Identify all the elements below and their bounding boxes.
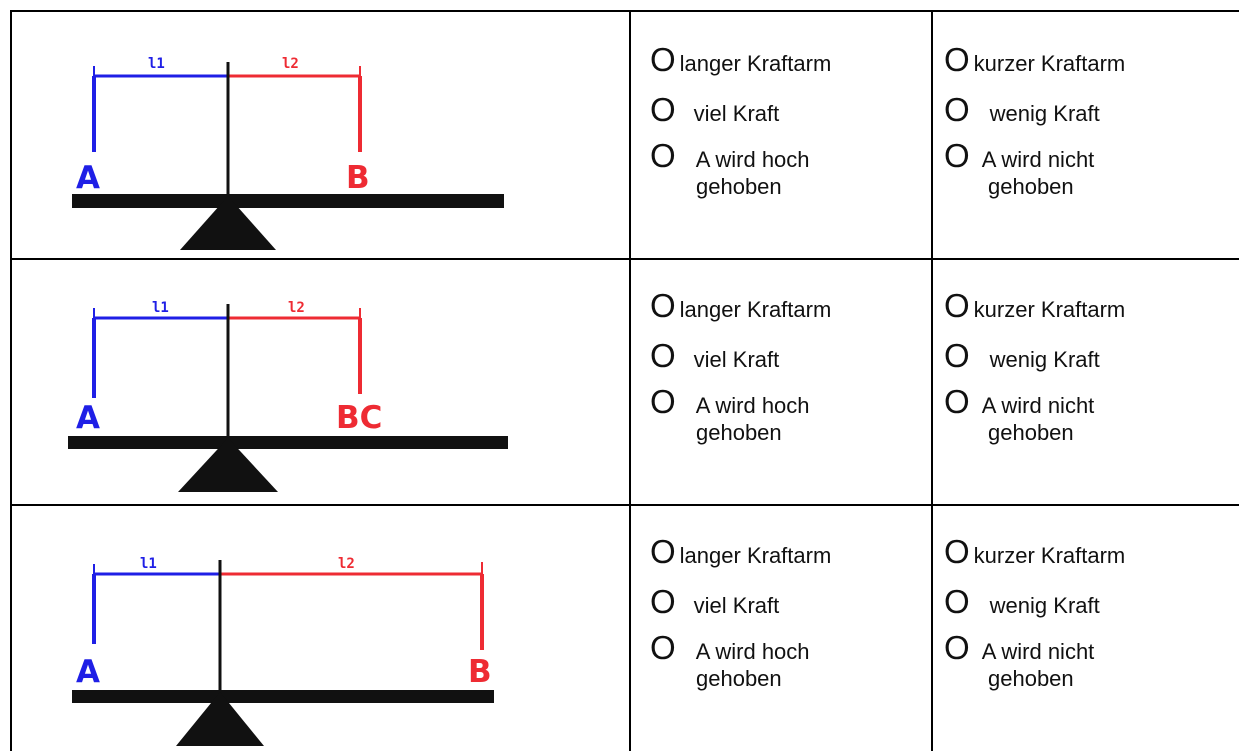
option-langer-kraftarm[interactable]: O langer Kraftarm	[650, 533, 832, 570]
option-a-wird-hoch-gehoben[interactable]: O A wird hoch gehoben	[650, 383, 810, 446]
option-wenig-kraft[interactable]: O wenig Kraft	[944, 91, 1100, 128]
point-a-label: A	[76, 400, 100, 436]
option-label: wenig Kraft	[989, 347, 1100, 372]
option-label: wenig Kraft	[989, 593, 1100, 618]
arm2-label: l2	[338, 556, 355, 572]
point-a-label: A	[76, 160, 100, 196]
table-divider-row2	[10, 504, 1239, 506]
checkbox-circle-icon[interactable]: O	[650, 533, 676, 570]
option-label-continued: gehoben	[988, 174, 1074, 199]
point-b-label: B	[468, 654, 492, 690]
lever-diagram-row2: l1 l2 A BC	[66, 294, 536, 494]
checkbox-circle-icon[interactable]: O	[944, 91, 970, 128]
checkbox-circle-icon[interactable]: O	[944, 533, 970, 570]
fulcrum-triangle	[176, 692, 264, 746]
option-label: A wird nicht	[981, 639, 1095, 664]
option-label: viel Kraft	[693, 101, 780, 126]
option-label: A wird nicht	[981, 147, 1095, 172]
option-label: A wird hoch	[695, 639, 810, 664]
option-viel-kraft[interactable]: O viel Kraft	[650, 337, 780, 374]
option-langer-kraftarm[interactable]: O langer Kraftarm	[650, 41, 832, 78]
option-label: viel Kraft	[693, 347, 780, 372]
option-a-wird-hoch-gehoben[interactable]: O A wird hoch gehoben	[650, 137, 810, 200]
option-a-wird-hoch-gehoben[interactable]: O A wird hoch gehoben	[650, 629, 810, 692]
option-a-wird-nicht-gehoben[interactable]: O A wird nicht gehoben	[944, 629, 1095, 692]
arm2-label: l2	[282, 56, 299, 72]
lever-beam	[72, 194, 504, 208]
option-label-continued: gehoben	[696, 174, 782, 199]
option-wenig-kraft[interactable]: O wenig Kraft	[944, 337, 1100, 374]
checkbox-circle-icon[interactable]: O	[944, 629, 970, 666]
lever-beam	[68, 436, 508, 449]
checkbox-circle-icon[interactable]: O	[944, 41, 970, 78]
option-label: kurzer Kraftarm	[973, 297, 1126, 322]
option-kurzer-kraftarm[interactable]: O kurzer Kraftarm	[944, 41, 1126, 78]
checkbox-circle-icon[interactable]: O	[944, 137, 970, 174]
option-label-continued: gehoben	[988, 420, 1074, 445]
lever-beam	[72, 690, 494, 703]
option-a-wird-nicht-gehoben[interactable]: O A wird nicht gehoben	[944, 383, 1095, 446]
checkbox-circle-icon[interactable]: O	[650, 137, 676, 174]
checkbox-circle-icon[interactable]: O	[650, 383, 676, 420]
table-border-left	[10, 10, 12, 751]
lever-diagram-row3: l1 l2 A B	[70, 550, 540, 750]
option-label: kurzer Kraftarm	[973, 51, 1126, 76]
checkbox-circle-icon[interactable]: O	[650, 91, 676, 128]
option-viel-kraft[interactable]: O viel Kraft	[650, 91, 780, 128]
arm1-label: l1	[152, 300, 169, 316]
table-divider-col1	[629, 10, 631, 751]
checkbox-circle-icon[interactable]: O	[650, 583, 676, 620]
checkbox-circle-icon[interactable]: O	[650, 629, 676, 666]
table-border-top	[10, 10, 1239, 12]
option-a-wird-nicht-gehoben[interactable]: O A wird nicht gehoben	[944, 137, 1095, 200]
checkbox-circle-icon[interactable]: O	[944, 287, 970, 324]
option-label: langer Kraftarm	[679, 51, 832, 76]
option-label-continued: gehoben	[696, 420, 782, 445]
option-label: A wird hoch	[695, 393, 810, 418]
option-label: A wird nicht	[981, 393, 1095, 418]
arm1-label: l1	[140, 556, 157, 572]
arm1-label: l1	[148, 56, 165, 72]
option-viel-kraft[interactable]: O viel Kraft	[650, 583, 780, 620]
lever-diagram-row1: l1 l2 A B	[70, 54, 540, 254]
option-label: langer Kraftarm	[679, 543, 832, 568]
option-label: wenig Kraft	[989, 101, 1100, 126]
option-langer-kraftarm[interactable]: O langer Kraftarm	[650, 287, 832, 324]
option-label-continued: gehoben	[988, 666, 1074, 691]
option-kurzer-kraftarm[interactable]: O kurzer Kraftarm	[944, 287, 1126, 324]
checkbox-circle-icon[interactable]: O	[944, 383, 970, 420]
checkbox-circle-icon[interactable]: O	[650, 337, 676, 374]
checkbox-circle-icon[interactable]: O	[650, 41, 676, 78]
option-wenig-kraft[interactable]: O wenig Kraft	[944, 583, 1100, 620]
checkbox-circle-icon[interactable]: O	[944, 337, 970, 374]
option-label: langer Kraftarm	[679, 297, 832, 322]
arm2-label: l2	[288, 300, 305, 316]
fulcrum-triangle	[178, 438, 278, 492]
point-a-label: A	[76, 654, 100, 690]
point-b-label: B	[346, 160, 370, 196]
worksheet-table: l1 l2 A B l1 l2 A BC	[10, 10, 1239, 751]
fulcrum-triangle	[180, 196, 276, 250]
option-label: viel Kraft	[693, 593, 780, 618]
option-label: kurzer Kraftarm	[973, 543, 1126, 568]
point-bc-label: BC	[336, 400, 382, 436]
option-label: A wird hoch	[695, 147, 810, 172]
checkbox-circle-icon[interactable]: O	[944, 583, 970, 620]
table-divider-col2	[931, 10, 933, 751]
table-divider-row1	[10, 258, 1239, 260]
option-label-continued: gehoben	[696, 666, 782, 691]
option-kurzer-kraftarm[interactable]: O kurzer Kraftarm	[944, 533, 1126, 570]
checkbox-circle-icon[interactable]: O	[650, 287, 676, 324]
